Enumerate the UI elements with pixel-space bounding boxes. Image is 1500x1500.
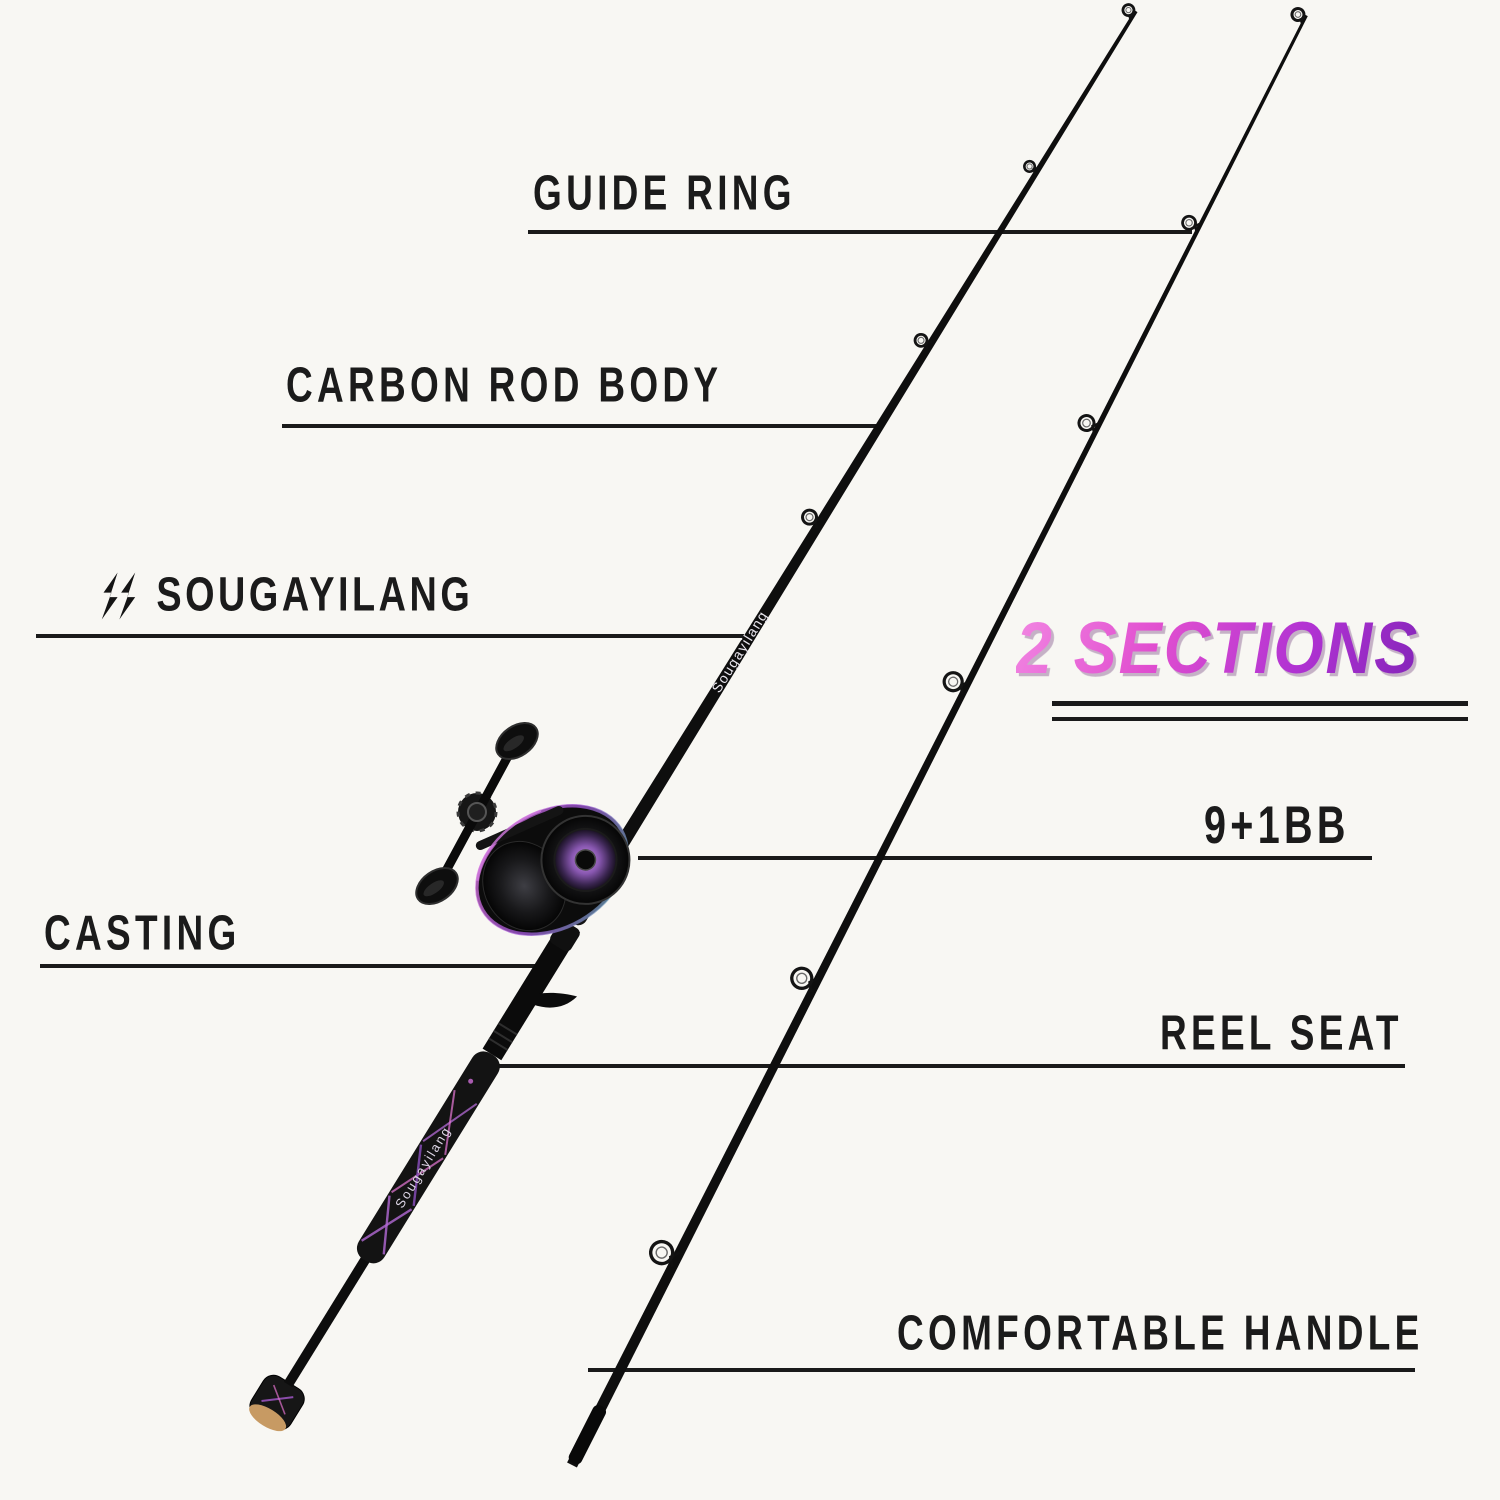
tip-top-guide-icon [1121, 3, 1136, 21]
rod-rear-section [567, 7, 1308, 1468]
trigger-grip [533, 992, 578, 1008]
underline-sections-2 [1052, 717, 1468, 721]
reel-seat [482, 920, 581, 1061]
guide-ring-icon [801, 508, 824, 529]
rod-blank [589, 10, 1138, 890]
pointer-line-casting [40, 964, 537, 968]
label-carbon-rod-body: CARBON ROD BODY [286, 358, 723, 413]
pointer-line-bearings [638, 856, 1372, 860]
brand-label: SOUGAYILANG [100, 568, 473, 623]
pointer-line-guide-ring [528, 230, 1192, 234]
brand-logo-icon [101, 571, 136, 619]
crank-knob [495, 721, 539, 761]
guide-ring-icon [1023, 159, 1040, 175]
tip-top-guide-icon [1290, 7, 1306, 24]
guide-ring-icon [913, 332, 933, 351]
reel-body [475, 804, 631, 936]
guide-ring-icon [790, 966, 820, 993]
baitcasting-reel [415, 721, 631, 936]
label-handle: COMFORTABLE HANDLE [897, 1306, 1424, 1361]
guide-ring-icon [1181, 214, 1202, 233]
grip-brand-text: Sougayilang [392, 1123, 454, 1210]
rod-blank [567, 14, 1308, 1468]
cork-butt [249, 1374, 305, 1432]
label-reel-seat: REEL SEAT [1160, 1006, 1403, 1061]
underline-sections-1 [1052, 701, 1468, 706]
rear-rod-segment [283, 1256, 371, 1388]
crank-knob [415, 866, 459, 906]
pointer-line-brand [36, 634, 744, 638]
guide-ring-icon [1077, 414, 1101, 435]
label-bearings: 9+1BB [1204, 795, 1350, 855]
pointer-line-handle [588, 1368, 1415, 1372]
label-sections: 2 SECTIONS [1016, 607, 1420, 690]
brand-label-text: SOUGAYILANG [156, 568, 474, 622]
blank-brand-text: Sougayilang [708, 607, 771, 695]
pointer-line-reel-seat [495, 1064, 1405, 1068]
pointer-line-carbon-rod-body [282, 424, 880, 428]
label-casting: CASTING [44, 906, 241, 961]
rod-main-section: Sougayilang Sougayilang [249, 3, 1138, 1432]
ferrule [568, 1405, 607, 1465]
guide-ring-icon [648, 1239, 681, 1268]
eva-grip: Sougayilang [356, 1051, 500, 1264]
label-guide-ring: GUIDE RING [533, 166, 796, 221]
guide-ring-icon [942, 671, 970, 695]
